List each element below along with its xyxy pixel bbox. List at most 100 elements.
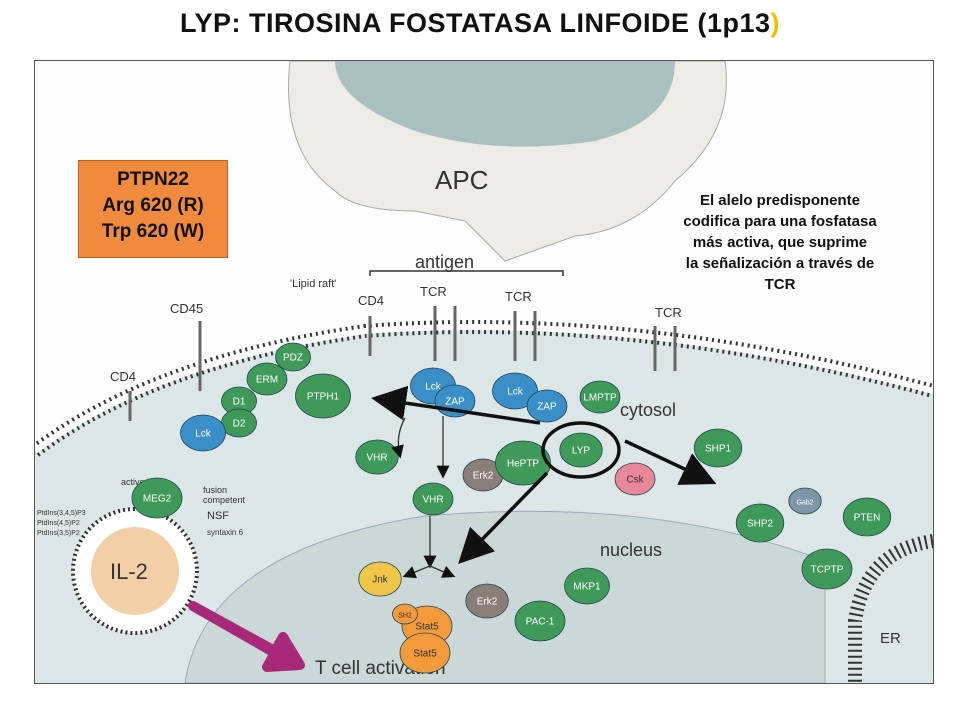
protein-stat5b-shape [399,632,451,674]
protein-lmptp-label: LMPTP [583,393,617,404]
protein-ptph1: PTPH1 [295,373,351,419]
activation-arrow [188,601,305,672]
variant-trp: Trp 620 (W) [101,221,205,242]
protein-pten-shape [842,497,892,537]
tcr1-label: TCR [420,284,447,299]
note-line-3: más activa, que suprime [692,234,868,251]
protein-lck2-shape [492,372,538,410]
protein-csk-label: Csk [626,475,644,486]
protein-heptp-shape [495,440,551,486]
protein-lck_left-shape [180,414,226,452]
protein-erm-shape [246,362,288,396]
arrow-to-jnk [458,471,549,565]
tcr3-label: TCR [655,305,682,320]
variant-arg: Arg 620 (R) [102,195,204,216]
note-line-5: TCR [764,276,796,293]
il2-core [91,527,179,615]
lyp-arrows [371,385,717,565]
protein-meg2-shape [131,477,183,519]
note-line-2: codifica para una fosfatasa [683,213,877,230]
protein-shp1-label: SHP1 [705,444,732,455]
protein-tcptp-label: TCPTP [811,565,844,576]
protein-lyp-label: LYP [572,446,590,457]
protein-shp2-shape [735,503,785,543]
apc-nucleus [335,61,675,147]
protein-zap2: ZAP [526,389,568,423]
tcr2-label: TCR [505,289,532,304]
protein-erm-label: ERM [256,375,278,386]
cd45-label: CD45 [170,301,203,316]
gene-variant-box: PTPN22 Arg 620 (R) Trp 620 (W) [78,160,228,258]
diagram-frame: APC antigen 'Lipid raft' nucleus T cell … [34,60,934,684]
protein-sh2: SH2 [392,603,418,625]
title-close-paren: ) [770,8,781,38]
protein-meg2: MEG2 [131,477,183,519]
ptdins-3: PtdIns(3,5)P2 [37,530,80,537]
antigen-label: antigen [415,252,474,272]
protein-lck_left-label: Lck [195,429,212,440]
protein-ptph1-label: PTPH1 [307,392,340,403]
protein-jnk-shape [358,561,402,597]
protein-sh2-label: SH2 [398,613,412,620]
protein-tcptp: TCPTP [801,548,853,590]
protein-shp2-label: SHP2 [747,519,774,530]
arrow-to-shp1 [624,439,717,485]
protein-pac1: PAC-1 [514,600,566,642]
ptdins-2: PtdIns(4,5)P2 [37,520,80,527]
fusion-label: fusion [203,485,227,495]
nsf-label: NSF [207,510,229,522]
protein-pac1-label: PAC-1 [526,617,555,628]
protein-lck1-label: Lck [425,382,442,393]
protein-gab2: Gab2 [788,487,822,515]
pathway-diagram: APC antigen 'Lipid raft' nucleus T cell … [35,61,933,683]
protein-pten-label: PTEN [854,513,881,524]
protein-lmptp-shape [579,380,621,414]
protein-zap2-label: ZAP [537,402,557,413]
cd4-mid-label: CD4 [358,293,384,308]
gene-name: PTPN22 [117,169,189,190]
protein-ptph1-shape [295,373,351,419]
protein-vhr1: VHR [355,439,399,475]
protein-vhr2-label: VHR [422,495,443,506]
protein-lyp: LYP [559,432,603,468]
protein-mkp1-label: MKP1 [573,582,601,593]
protein-csk-shape [614,462,656,496]
protein-mkp1-shape [564,567,610,605]
protein-heptp-label: HePTP [507,459,540,470]
protein-heptp: HePTP [495,440,551,486]
protein-vhr1-label: VHR [366,453,387,464]
protein-gab2-shape [788,487,822,515]
protein-pten: PTEN [842,497,892,537]
protein-erm: ERM [246,362,288,396]
protein-lyp-shape [559,432,603,468]
lyp-highlight-ring [541,421,621,479]
note-line-1: El alelo predisponente [699,192,861,209]
il2-label: IL-2 [110,559,148,584]
protein-jnk-label: Jnk [372,575,389,586]
receptor-stalks [128,306,677,421]
protein-lmptp: LMPTP [579,380,621,414]
protein-lck_left: Lck [180,414,226,452]
protein-shp1: SHP1 [693,428,743,468]
protein-erk2b: Erk2 [465,583,509,619]
protein-pdz-label: PDZ [283,353,303,364]
cd4-left-label: CD4 [110,369,136,384]
protein-zap1-label: ZAP [445,397,465,408]
er-membrane [848,534,933,683]
protein-meg2-label: MEG2 [143,494,172,505]
protein-csk: Csk [614,462,656,496]
protein-erk2b-shape [465,583,509,619]
nucleus-label: nucleus [600,540,662,560]
protein-d2-label: D2 [233,419,246,430]
protein-stat5a-label: Stat5 [415,622,439,633]
protein-lck2-label: Lck [507,387,524,398]
protein-erk2b-label: Erk2 [477,597,498,608]
protein-pdz: PDZ [275,342,311,372]
apc-label: APC [435,165,488,195]
protein-erk2a-label: Erk2 [473,471,494,482]
protein-tcptp-shape [801,548,853,590]
protein-gab2-label: Gab2 [796,500,813,507]
syntaxin-label: syntaxin 6 [207,528,244,537]
er-label: ER [880,630,901,647]
protein-jnk: Jnk [358,561,402,597]
